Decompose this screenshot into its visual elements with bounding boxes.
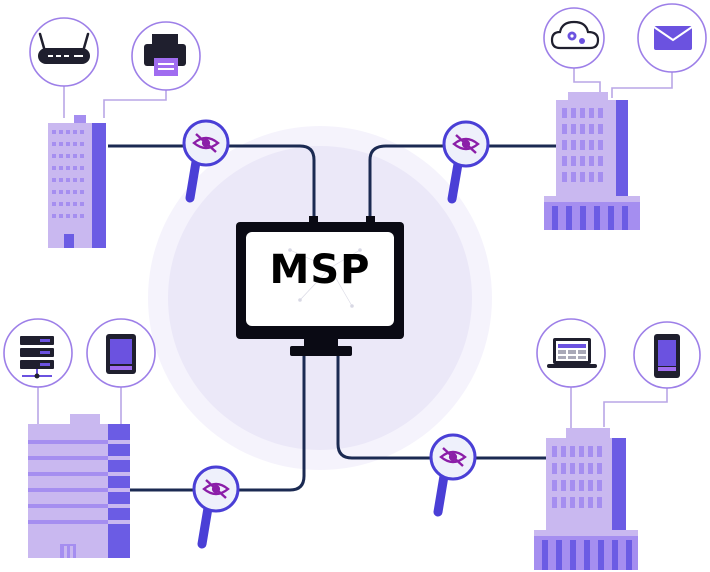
device-links	[37, 66, 673, 435]
smartphone-icon	[654, 334, 680, 378]
printer-icon	[144, 34, 186, 76]
cloud-settings-icon	[550, 20, 600, 50]
magnifier-bottom-right	[429, 433, 477, 517]
mail-icon	[653, 26, 693, 50]
building-top-left	[48, 115, 106, 248]
tablet-icon	[106, 334, 136, 374]
router-icon	[38, 32, 90, 64]
magnifier-top-left	[182, 119, 230, 203]
server-icon	[20, 336, 54, 379]
magnifier-top-right	[442, 120, 490, 204]
screen-network-texture	[288, 248, 362, 308]
laptop-icon	[547, 338, 597, 368]
building-bottom-left	[28, 414, 130, 558]
building-bottom-right	[534, 428, 638, 570]
building-top-right	[544, 92, 640, 230]
magnifier-bottom-left	[192, 465, 240, 549]
msp-connectors	[108, 144, 562, 492]
msp-label: MSP	[269, 247, 371, 293]
